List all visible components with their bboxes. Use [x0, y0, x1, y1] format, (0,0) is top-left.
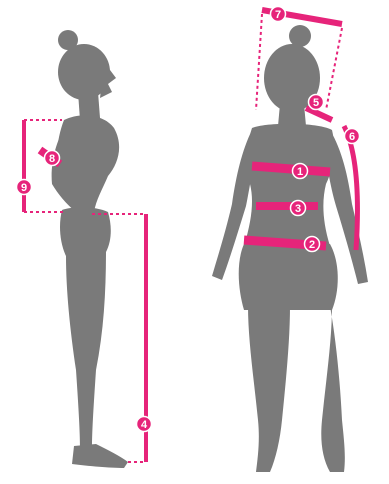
measure-band-1: [252, 166, 330, 172]
marker-label-9: 9: [21, 182, 27, 194]
marker-label-7: 7: [275, 9, 281, 21]
marker-label-4: 4: [141, 419, 148, 431]
marker-label-5: 5: [313, 97, 319, 109]
measure-guide-7-left: [256, 14, 262, 110]
marker-label-2: 2: [309, 239, 315, 251]
marker-label-6: 6: [349, 131, 355, 143]
marker-label-8: 8: [49, 153, 55, 165]
side-view-figure: [52, 30, 128, 468]
front-view-figure: [212, 25, 368, 472]
measure-guide-7-right: [326, 28, 342, 110]
marker-label-3: 3: [295, 203, 301, 215]
marker-label-1: 1: [297, 166, 303, 178]
measure-band-5: [306, 108, 332, 120]
